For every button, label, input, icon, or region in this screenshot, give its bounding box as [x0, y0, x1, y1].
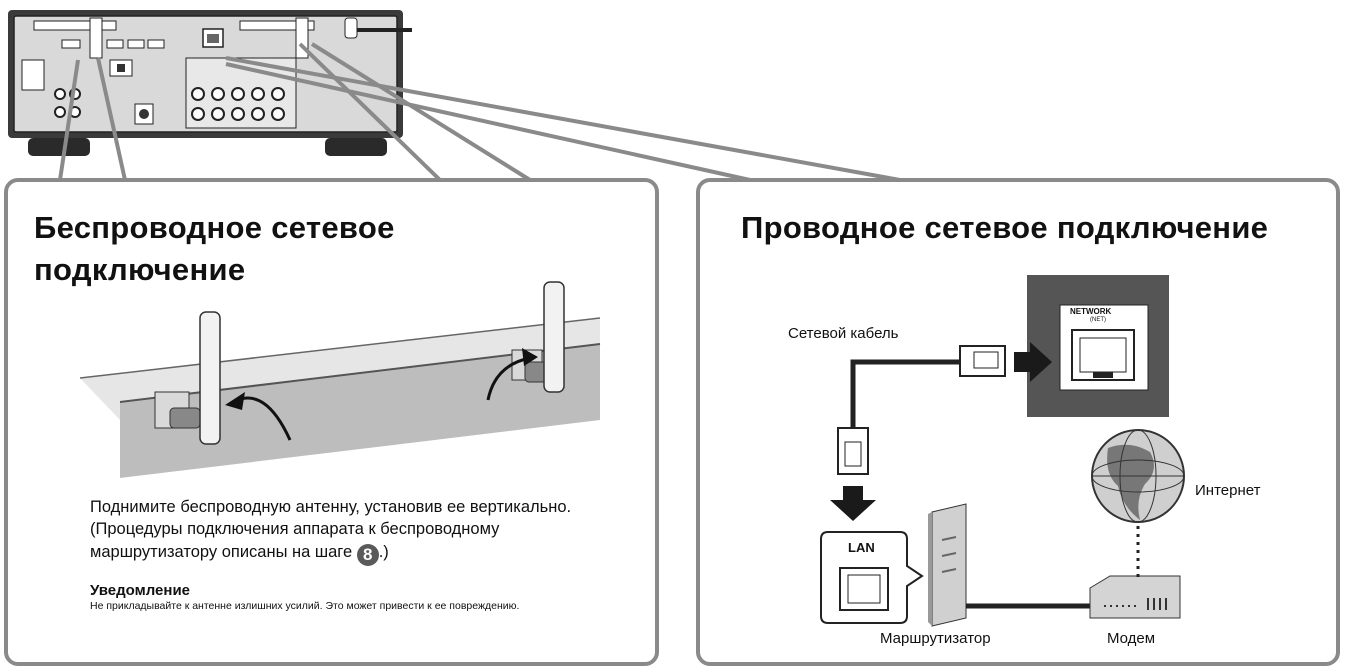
instruction-line3-prefix: маршрутизатору описаны на шаге: [90, 543, 357, 561]
lan-port-callout: [820, 531, 924, 624]
network-cable: [850, 359, 963, 430]
instruction-line3-suffix: .): [378, 543, 389, 561]
network-jack-box: [1027, 275, 1169, 417]
router-label: Маршрутизатор: [880, 630, 991, 647]
wired-panel-frame: [696, 178, 1340, 666]
notice-heading: Уведомление: [90, 582, 191, 599]
antenna-illustration: [79, 281, 601, 478]
internet-label: Интернет: [1195, 482, 1261, 499]
cable-plug-horizontal: [959, 345, 1006, 377]
instruction-line2: (Процедуры подключения аппарата к беспро…: [90, 520, 500, 538]
jack-label-sub: (NET): [1090, 317, 1106, 323]
router-device: [928, 503, 967, 627]
arrow-right-icon: [1014, 342, 1052, 382]
modem-device: [1089, 575, 1181, 619]
step-number-badge: 8: [356, 544, 379, 566]
arrow-down-icon: [830, 486, 876, 521]
wireless-title-line1: Беспроводное сетевое: [34, 210, 395, 245]
jack-label-top: NETWORK: [1070, 307, 1112, 316]
wired-title: Проводное сетевое подключение: [741, 210, 1269, 245]
instruction-line1: Поднимите беспроводную антенну, установи…: [90, 498, 572, 516]
cable-label: Сетевой кабель: [788, 325, 899, 342]
globe-icon: [1091, 429, 1185, 523]
instruction-line3: маршрутизатору описаны на шаге 8.): [90, 541, 389, 566]
notice-text: Не прикладывайте к антенне излишних усил…: [90, 600, 520, 612]
callout-lines: [58, 42, 901, 182]
wireless-title-line2: подключение: [34, 252, 246, 287]
modem-label: Модем: [1107, 630, 1156, 647]
cable-plug-vertical: [837, 427, 869, 475]
lan-label: LAN: [848, 540, 875, 555]
